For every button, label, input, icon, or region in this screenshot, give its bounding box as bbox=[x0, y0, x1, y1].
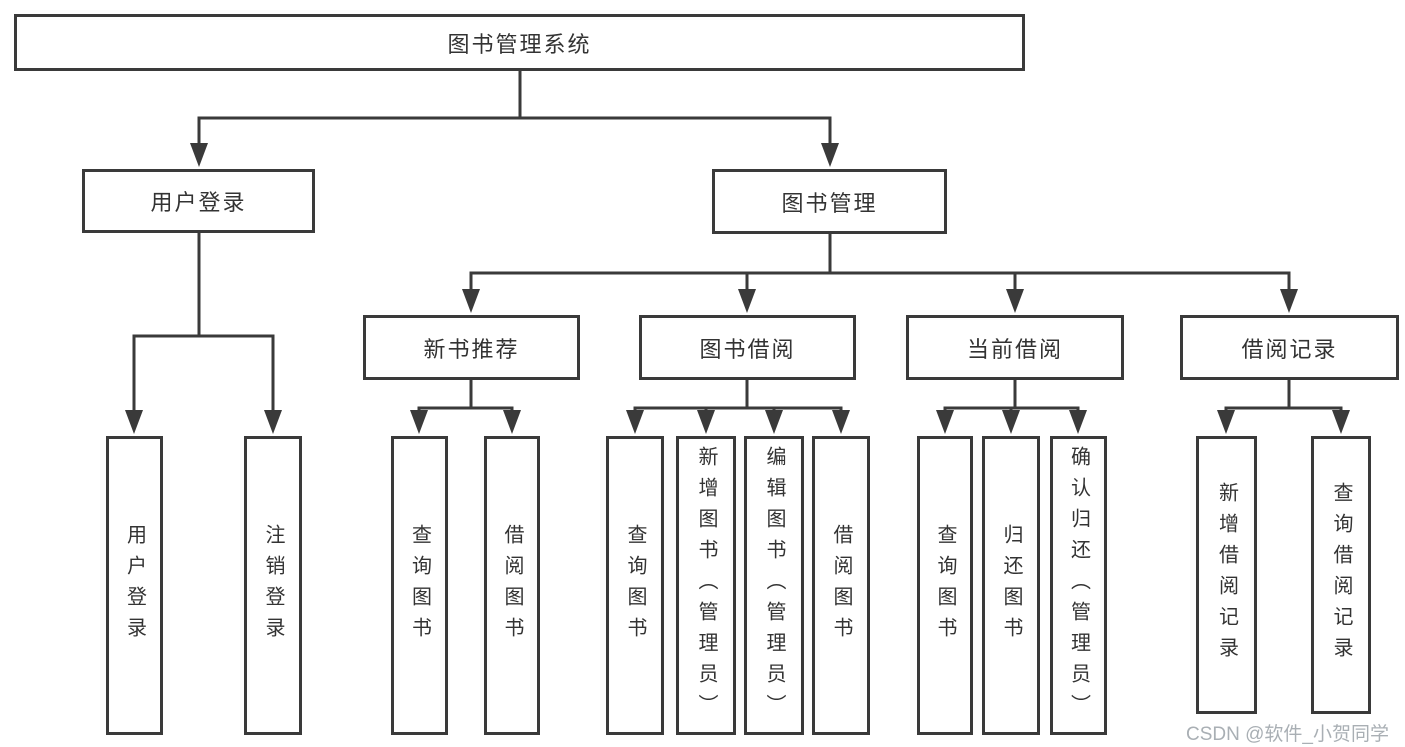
node-label: 查询图书 bbox=[934, 523, 956, 648]
leaf-user-login: 用户登录 bbox=[106, 436, 163, 735]
leaf-borrow-books-recommend: 借阅图书 bbox=[484, 436, 540, 735]
node-label: 图书管理 bbox=[781, 190, 878, 216]
node-label: 查询图书 bbox=[624, 523, 646, 648]
connector-user-login bbox=[132, 233, 275, 412]
node-label: 归还图书 bbox=[1000, 523, 1022, 648]
node-label: 新书推荐 bbox=[423, 336, 520, 362]
arrowhead bbox=[832, 410, 850, 434]
arrowhead bbox=[1332, 410, 1350, 434]
node-label: 编辑图书（管理员） bbox=[763, 446, 785, 725]
arrowhead bbox=[738, 289, 756, 313]
leaf-query-books-borrow: 查询图书 bbox=[606, 436, 664, 735]
leaf-borrow-books: 借阅图书 bbox=[812, 436, 870, 735]
node-label: 借阅图书 bbox=[501, 523, 523, 648]
node-label: 用户登录 bbox=[150, 190, 247, 215]
node-label: 查询图书 bbox=[408, 523, 431, 648]
node-user-login: 用户登录 bbox=[82, 169, 315, 233]
arrowhead bbox=[626, 410, 644, 434]
node-borrow-records: 借阅记录 bbox=[1180, 315, 1399, 380]
arrowhead bbox=[1002, 410, 1020, 434]
leaf-logout: 注销登录 bbox=[244, 436, 302, 735]
leaf-add-book-admin: 新增图书（管理员） bbox=[676, 436, 736, 735]
arrowhead bbox=[190, 143, 208, 167]
node-label: 新增借阅记录 bbox=[1215, 482, 1238, 668]
node-label: 注销登录 bbox=[262, 523, 284, 648]
node-label: 查询借阅记录 bbox=[1330, 482, 1352, 668]
node-new-book-recommend: 新书推荐 bbox=[363, 315, 580, 380]
node-label: 当前借阅 bbox=[966, 336, 1063, 362]
arrowhead bbox=[821, 143, 839, 167]
leaf-return-books: 归还图书 bbox=[982, 436, 1040, 735]
leaf-add-borrow-record: 新增借阅记录 bbox=[1196, 436, 1257, 714]
arrowhead bbox=[1280, 289, 1298, 313]
arrowhead bbox=[1069, 410, 1087, 434]
arrowhead bbox=[697, 410, 715, 434]
node-label: 借阅记录 bbox=[1241, 336, 1338, 362]
arrowhead bbox=[936, 410, 954, 434]
node-book-borrow: 图书借阅 bbox=[639, 315, 856, 380]
node-label: 新增图书（管理员） bbox=[695, 446, 717, 725]
connector-book-borrow bbox=[633, 380, 843, 412]
leaf-query-books-recommend: 查询图书 bbox=[391, 436, 448, 735]
arrowhead bbox=[410, 410, 428, 434]
connector-new-book-recommend bbox=[417, 380, 514, 412]
leaf-query-books-current: 查询图书 bbox=[917, 436, 973, 735]
arrowhead bbox=[125, 410, 143, 434]
arrowhead bbox=[462, 289, 480, 313]
node-label: 图书借阅 bbox=[699, 336, 796, 362]
node-label: 确认归还（管理员） bbox=[1067, 446, 1090, 725]
node-label: 图书管理系统 bbox=[447, 31, 592, 57]
leaf-edit-book-admin: 编辑图书（管理员） bbox=[744, 436, 804, 735]
arrowhead bbox=[1217, 410, 1235, 434]
node-book-management: 图书管理 bbox=[712, 169, 947, 234]
arrowheads bbox=[125, 143, 1350, 434]
node-label: 借阅图书 bbox=[830, 523, 852, 648]
csdn-watermark: CSDN @软件_小贺同学 bbox=[1186, 724, 1389, 745]
node-label: 用户登录 bbox=[123, 523, 146, 648]
leaf-confirm-return-admin: 确认归还（管理员） bbox=[1050, 436, 1107, 735]
arrowhead bbox=[503, 410, 521, 434]
connector-root bbox=[197, 71, 832, 145]
connector-borrow-records bbox=[1224, 380, 1343, 412]
arrowhead bbox=[765, 410, 783, 434]
leaf-query-borrow-record: 查询借阅记录 bbox=[1311, 436, 1371, 714]
connector-book-management bbox=[469, 234, 1291, 291]
arrowhead bbox=[264, 410, 282, 434]
node-current-borrow: 当前借阅 bbox=[906, 315, 1124, 380]
connector-current-borrow bbox=[943, 380, 1080, 412]
node-library-system: 图书管理系统 bbox=[14, 14, 1025, 71]
arrowhead bbox=[1006, 289, 1024, 313]
